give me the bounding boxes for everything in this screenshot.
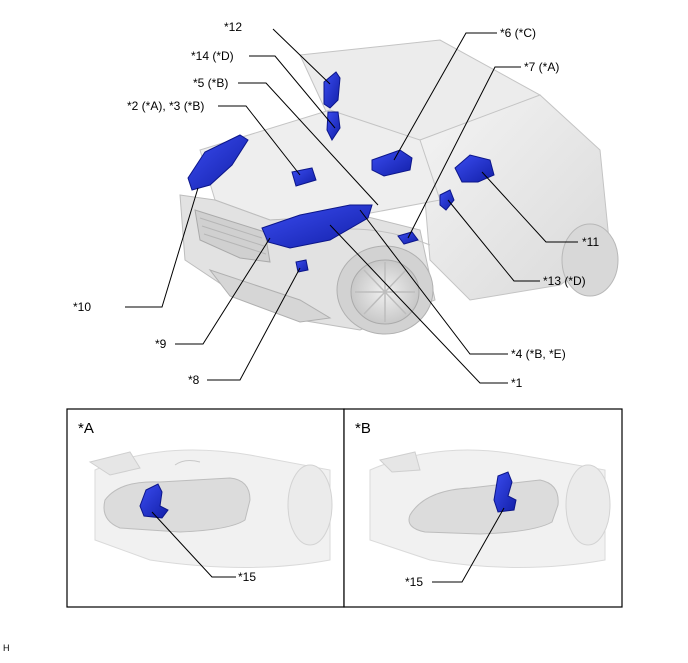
leader-9 [175,237,271,345]
leader-2-3 [218,105,301,176]
fog-lamp-part [295,259,309,273]
callout-12: *12 [224,20,243,34]
mirror-mount-part [439,189,455,211]
leader-7 [407,66,521,239]
callout-2-3: *2 (*A), *3 (*B) [127,99,205,113]
leader-8 [207,267,301,381]
inset-panel-b [343,408,623,608]
inset-b-callout-15: *15 [405,575,424,589]
inset-a-blue-part [139,483,169,519]
callout-10: *10 [73,300,92,314]
callout-8: *8 [188,373,200,387]
inset-a-callout-15: *15 [238,570,257,584]
callout-11: *11 [582,235,600,249]
left-headlamp-part [187,134,249,191]
callout-5: *5 (*B) [193,76,229,90]
figure-code: H [3,643,10,653]
vehicle-body [179,39,619,335]
inset-panel-a [66,408,345,608]
leader-13 [447,199,540,282]
callout-4: *4 (*B, *E) [511,347,566,361]
outer-mirror-part [454,154,495,183]
callout-1: *1 [511,376,523,390]
inset-a-title: *A [78,420,94,437]
leader-10 [125,187,199,308]
inset-b-blue-part [493,471,517,513]
leader-lines [125,28,578,384]
inset-b-leader [432,507,505,583]
callout-6: *6 (*C) [500,26,537,40]
callout-7: *7 (*A) [524,60,560,74]
inset-a-leader [151,511,236,578]
inner-mirror-part [323,71,341,109]
leader-5 [238,82,379,206]
callout-13: *13 (*D) [543,274,586,288]
leader-4 [359,209,508,355]
callout-9: *9 [155,337,167,351]
leader-12 [272,28,331,85]
inset-b-title: *B [355,420,371,437]
right-headlamp-part [261,204,373,249]
leader-14 [249,55,336,129]
leader-1 [329,224,508,384]
leader-11 [481,171,578,243]
leader-6 [393,32,497,161]
callout-14: *14 (*D) [191,49,234,63]
